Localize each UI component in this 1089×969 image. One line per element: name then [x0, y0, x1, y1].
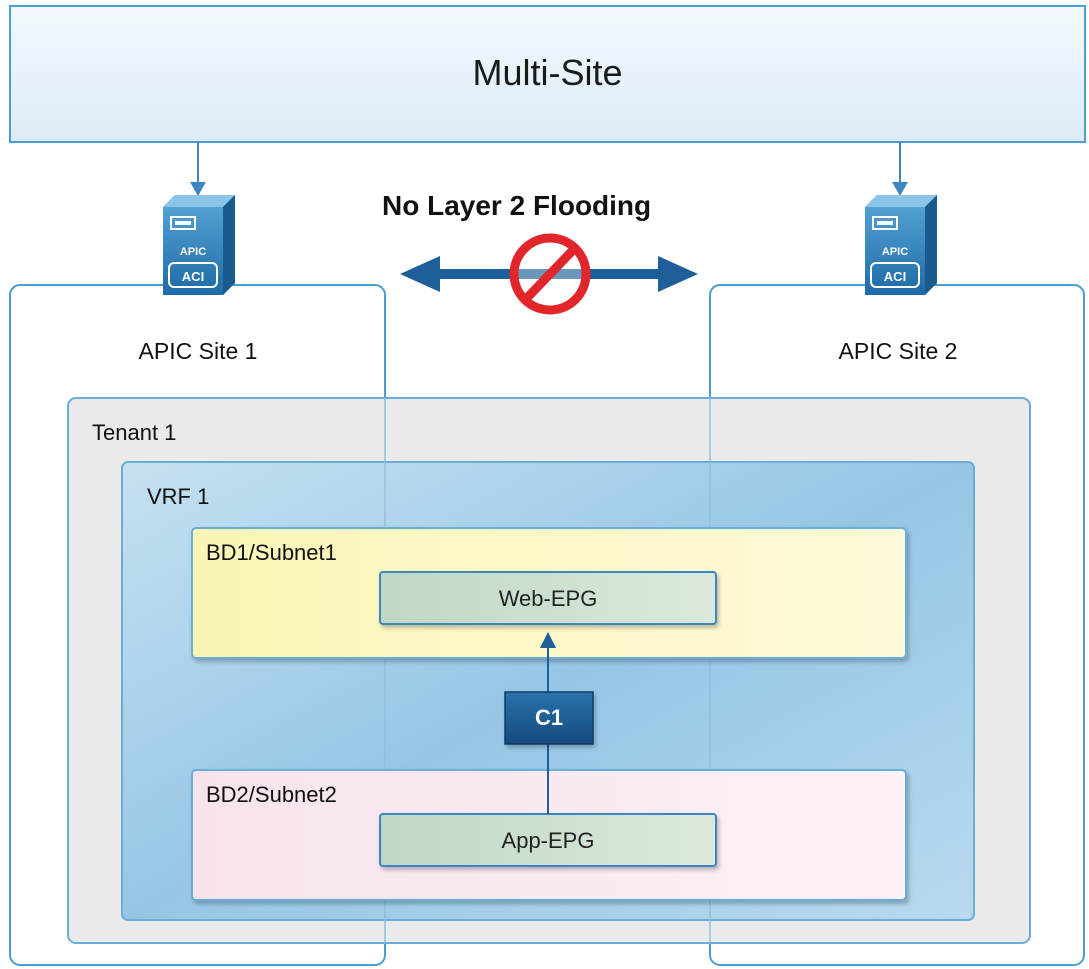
contract-box: [504, 691, 594, 745]
app-epg-label: App-EPG: [501, 828, 595, 853]
apic2-badge-text: APIC: [882, 246, 908, 258]
apic-server-icon: APIC ACI: [865, 195, 937, 295]
no-entry-icon: [509, 233, 591, 315]
bd2-label: BD2/Subnet2: [206, 782, 337, 807]
down-arrow-icon: [190, 142, 206, 196]
flooding-label: No Layer 2 Flooding: [382, 190, 652, 221]
web-epg-label: Web-EPG: [498, 586, 598, 611]
web-epg-box: [379, 571, 717, 625]
multisite-title: Multi-Site: [472, 52, 623, 93]
contract-label: C1: [534, 705, 564, 730]
apic-server-icon: APIC ACI: [163, 195, 235, 295]
down-arrow-icon: [892, 142, 908, 196]
apic2-logo-text: ACI: [884, 269, 906, 284]
apic-site1-label: APIC Site 1: [138, 338, 258, 364]
apic-site2-label: APIC Site 2: [838, 338, 958, 364]
apic1-badge-text: APIC: [180, 246, 206, 258]
apic1-logo-text: ACI: [182, 269, 204, 284]
bd1-label: BD1/Subnet1: [206, 540, 337, 565]
tenant-label: Tenant 1: [92, 420, 177, 445]
multisite-banner: [9, 5, 1086, 143]
vrf-label: VRF 1: [147, 484, 210, 509]
